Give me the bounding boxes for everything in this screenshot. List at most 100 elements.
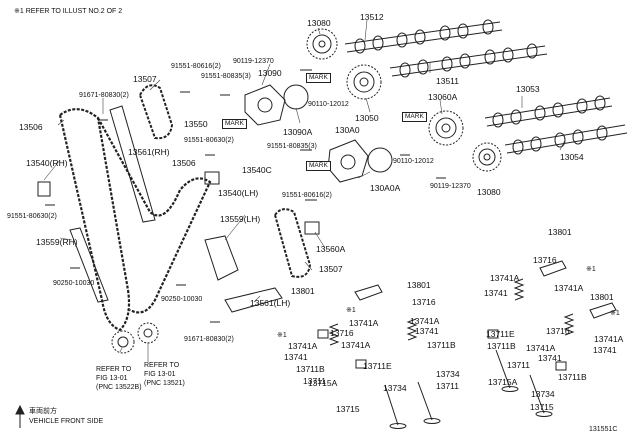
part-91551-80630-rh[interactable]: 91551-80630(2) (184, 137, 234, 144)
part-13741-right-1[interactable]: 13741 (593, 345, 617, 355)
crank-sprocket-left (111, 330, 135, 354)
part-130a0[interactable]: 130A0 (335, 125, 360, 135)
part-13090[interactable]: 13090 (258, 68, 282, 78)
part-13512[interactable]: 13512 (360, 12, 384, 22)
part-13060a[interactable]: 13060A (428, 92, 458, 102)
part-13090a[interactable]: 13090A (283, 127, 313, 137)
part-13734-right[interactable]: 13734 (531, 389, 555, 399)
part-13559-rh[interactable]: 13559(RH) (36, 237, 78, 247)
part-13801-right[interactable]: 13801 (590, 292, 614, 302)
part-13715-right[interactable]: 13715 (530, 402, 554, 412)
part-13560a[interactable]: 13560A (316, 244, 346, 254)
part-13711-left[interactable]: 13711 (303, 376, 327, 386)
part-130a0a[interactable]: 130A0A (370, 183, 401, 193)
part-90119-12370-bottom[interactable]: 90119-12370 (430, 183, 471, 190)
part-13741-center[interactable]: 13741 (415, 326, 439, 336)
part-13741a-right-1[interactable]: 13741A (594, 334, 624, 344)
part-13561-lh[interactable]: 13561(LH) (250, 298, 291, 308)
part-13711b-right-2[interactable]: 13711B (558, 372, 587, 382)
part-90119-12370-top[interactable]: 90119-12370 (233, 58, 274, 65)
timing-chain (58, 108, 212, 332)
part-13741-right-2[interactable]: 13741 (538, 353, 562, 363)
part-91551-80630-left[interactable]: 91551-80630(2) (7, 213, 57, 220)
part-13741a-left-2[interactable]: 13741A (341, 340, 371, 350)
part-13559-lh[interactable]: 13559(LH) (220, 214, 261, 224)
vvt-gear-13060a (428, 110, 464, 146)
part-13080-bottom[interactable]: 13080 (477, 187, 501, 197)
part-13540-lh[interactable]: 13540(LH) (218, 188, 259, 198)
part-90250-10030-left[interactable]: 90250-10030 (53, 280, 95, 287)
part-13053[interactable]: 13053 (516, 84, 540, 94)
part-13734-center-1[interactable]: 13734 (436, 369, 460, 379)
part-13801-center[interactable]: 13801 (407, 280, 431, 290)
part-13080-top[interactable]: 13080 (307, 18, 331, 28)
figure-code: 131551C (589, 426, 618, 433)
part-13711b-left[interactable]: 13711B (296, 364, 325, 374)
part-13711b-right[interactable]: 13711B (487, 341, 516, 351)
part-13506-left[interactable]: 13506 (19, 122, 43, 132)
part-13711-right[interactable]: 13711 (507, 360, 531, 370)
chain-13507-bottom (273, 208, 312, 278)
part-13801-upper-right[interactable]: 13801 (548, 227, 572, 237)
part-13507-bottom[interactable]: 13507 (319, 264, 343, 274)
part-13715-left[interactable]: 13715 (336, 404, 360, 414)
part-13741a-upper-right-2[interactable]: 13741A (554, 283, 584, 293)
part-13716-upper-right[interactable]: 13716 (533, 255, 557, 265)
part-13801-left[interactable]: 13801 (291, 286, 315, 296)
part-13507-top[interactable]: 13507 (133, 74, 157, 84)
part-13716-center[interactable]: 13716 (412, 297, 436, 307)
vehicle-front-en: VEHICLE FRONT SIDE (29, 418, 104, 425)
part-90110-12012-top[interactable]: 90110-12012 (308, 101, 349, 108)
part-13734-center-2[interactable]: 13734 (383, 383, 407, 393)
part-90250-10030-center[interactable]: 90250-10030 (161, 296, 203, 303)
part-91551-80835-mid[interactable]: 91551-80835(3) (267, 143, 317, 150)
vvt-gear-13050 (346, 64, 382, 100)
part-13716-left[interactable]: 13716 (330, 328, 354, 338)
tensioner-13550 (244, 84, 286, 126)
part-13054[interactable]: 13054 (560, 152, 584, 162)
camshaft-13511 (389, 43, 548, 78)
valve-train (317, 260, 617, 429)
part-13741-left[interactable]: 13741 (284, 352, 308, 362)
part-13711e-center[interactable]: 13711E (363, 361, 392, 371)
mark-box-4: MARK (306, 161, 331, 171)
ref-left-line3: (PNC 13522B) (96, 384, 142, 391)
part-13540-rh[interactable]: 13540(RH) (26, 158, 68, 168)
part-13711e-right[interactable]: 13711E (486, 329, 515, 339)
sprocket-13080-bottom (472, 142, 502, 172)
part-13741a-center-1[interactable]: 13741A (410, 316, 440, 326)
ref-left-line2[interactable]: FIG 13-01 (96, 375, 128, 382)
part-13511[interactable]: 13511 (436, 76, 460, 86)
ref-right-line2[interactable]: FIG 13-01 (144, 371, 176, 378)
part-13715a-right[interactable]: 13715A (488, 377, 518, 387)
leader-lines (43, 19, 566, 362)
part-13741-upper-right[interactable]: 13741 (484, 288, 508, 298)
part-13741a-upper-right-1[interactable]: 13741A (490, 273, 520, 283)
sprocket-13080-top (306, 28, 338, 60)
part-13741a-center-2[interactable]: 13741A (349, 318, 379, 328)
note-star1-upper-right: ※1 (586, 266, 596, 273)
part-13741a-left-1[interactable]: 13741A (288, 341, 318, 351)
part-91551-80616-mid[interactable]: 91551-80616(2) (282, 192, 332, 199)
part-13050[interactable]: 13050 (355, 113, 379, 123)
mark-box-2: MARK (222, 119, 247, 129)
part-13711b-center[interactable]: 13711B (427, 340, 456, 350)
part-13561-rh[interactable]: 13561(RH) (128, 147, 170, 157)
part-13715a-left[interactable]: 13715A (308, 378, 338, 388)
part-13716-right[interactable]: 13716 (546, 326, 570, 336)
part-91551-80616-top[interactable]: 91551-80616(2) (171, 63, 221, 70)
part-91551-80835-top[interactable]: 91551-80835(3) (201, 73, 251, 80)
part-91671-80830-top[interactable]: 91671-80830(2) (79, 92, 129, 99)
guide-13561-lh (224, 287, 283, 313)
part-13506-center[interactable]: 13506 (172, 158, 196, 168)
guide-13559-lh (204, 235, 239, 281)
part-91671-80830-bottom[interactable]: 91671-80830(2) (184, 336, 234, 343)
part-13550[interactable]: 13550 (184, 119, 208, 129)
vehicle-front-arrow (15, 404, 25, 428)
part-90110-12012-bottom[interactable]: 90110-12012 (393, 158, 434, 165)
refer-note: ※1 REFER TO ILLUST NO.2 OF 2 (14, 8, 123, 15)
part-13540c[interactable]: 13540C (242, 165, 272, 175)
part-13711-center[interactable]: 13711 (436, 381, 460, 391)
part-13741a-right-2[interactable]: 13741A (526, 343, 556, 353)
